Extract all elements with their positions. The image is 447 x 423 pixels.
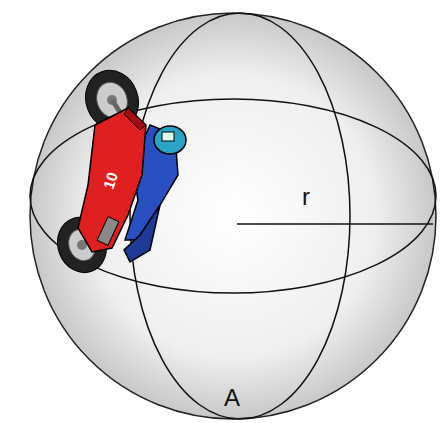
point-label: A bbox=[224, 386, 240, 410]
meridian bbox=[130, 13, 350, 419]
radius-label: r bbox=[302, 185, 310, 209]
radius-line bbox=[237, 223, 433, 225]
sphere-outline bbox=[30, 13, 436, 419]
motorcycle bbox=[50, 63, 186, 280]
equator bbox=[30, 99, 436, 293]
